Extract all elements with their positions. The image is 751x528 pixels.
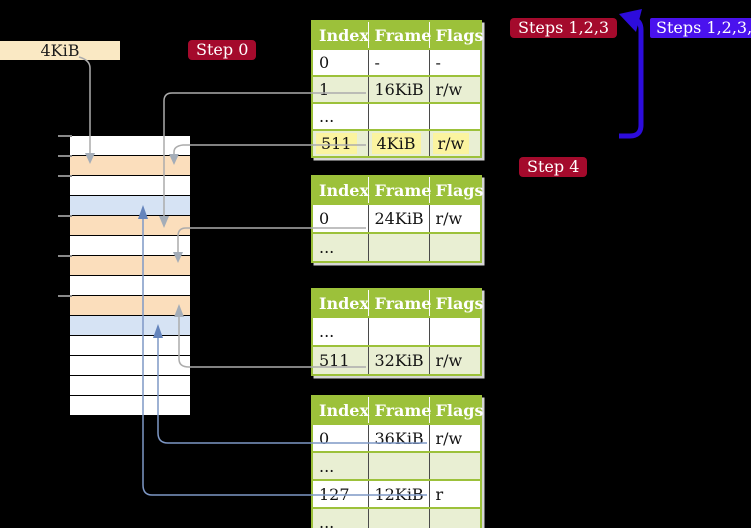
column-header: Frame (368, 21, 431, 49)
column-header: Flags (429, 289, 484, 317)
table-cell: ... (312, 103, 369, 130)
memory-frame-row (70, 376, 190, 396)
table-cell (429, 233, 481, 262)
table-cell: 12KiB (368, 480, 430, 508)
table-cell: - (368, 49, 430, 76)
table-cell: 4KiB (368, 130, 430, 157)
table-cell (368, 317, 430, 346)
physical-memory-column (70, 135, 190, 416)
frame-size-label: 4KiB (0, 41, 120, 60)
table-cell: r/w (429, 130, 481, 157)
table-cell: 24KiB (368, 204, 430, 233)
table-cell: - (435, 53, 441, 72)
table-row: ... (312, 452, 481, 480)
table-row: ... (312, 317, 481, 346)
table-cell: 16KiB (368, 76, 430, 103)
table-cell: 32KiB (368, 346, 430, 375)
table-cell: r/w (435, 209, 463, 228)
table-row: ... (312, 103, 481, 130)
table-cell: r (435, 484, 444, 504)
table-cell: 511 (312, 346, 369, 375)
table-cell (429, 317, 481, 346)
table-cell (429, 508, 481, 528)
table-cell: r/w (429, 76, 481, 103)
table-cell: ... (312, 317, 369, 346)
column-header: Flags (429, 21, 484, 49)
memory-frame-row (70, 196, 190, 216)
table-row: ... (312, 233, 481, 262)
memory-frame-row (70, 296, 190, 316)
table-row: 0-- (312, 49, 481, 76)
memory-frame-row (70, 316, 190, 336)
memory-frame-row (70, 396, 190, 416)
memory-frame-row (70, 276, 190, 296)
column-header: Index (312, 396, 369, 424)
memory-frame-row (70, 156, 190, 176)
table-cell: r/w (435, 428, 463, 448)
column-header: Frame (368, 289, 431, 317)
memory-frame-row (70, 236, 190, 256)
table-cell: 0 (312, 424, 369, 452)
table-cell: 1 (312, 76, 369, 103)
table-cell: 0 (312, 204, 369, 233)
table-row: ... (312, 508, 481, 528)
table-row: 511 4KiB r/w (312, 130, 481, 157)
table-cell: 511 (312, 130, 369, 157)
memory-frame-row (70, 336, 190, 356)
step4-badge: Step 4 (519, 157, 588, 177)
highlighted-value: 511 (316, 133, 357, 154)
steps-123-badge: Steps 1,2,3 (510, 18, 618, 38)
arrow-step4-loop-to-steps123 (619, 16, 644, 139)
table-cell: ... (312, 452, 369, 480)
table-cell: 36KiB (368, 424, 430, 452)
arrow-step4-loop-to-steps123-head (619, 9, 642, 32)
highlighted-value: 4KiB (371, 133, 421, 154)
table-cell: ... (312, 508, 369, 528)
steps-1234-badge: Steps 1,2,3,4 (650, 18, 751, 38)
step0-badge: Step 0 (188, 40, 257, 60)
table-cell (368, 233, 430, 262)
memory-frame-row (70, 256, 190, 276)
table-cell: r/w (429, 346, 481, 375)
memory-frame-row (70, 176, 190, 196)
memory-frame-row (70, 136, 190, 156)
column-header: Index (312, 21, 369, 49)
memory-frame-row (70, 216, 190, 236)
column-header: Frame (368, 176, 431, 204)
table-cell: ... (312, 233, 369, 262)
column-header: Index (312, 289, 369, 317)
table-cell (368, 452, 430, 480)
highlighted-value: r/w (432, 133, 470, 154)
table-cell (368, 103, 430, 130)
column-header: Flags (429, 396, 484, 424)
table-cell: 0 (312, 49, 369, 76)
memory-frame-row (70, 356, 190, 376)
column-header: Index (312, 176, 369, 204)
table-cell (429, 103, 481, 130)
column-header: Frame (368, 396, 431, 424)
table-cell: 127 (312, 480, 369, 508)
table-cell (429, 452, 481, 480)
table-cell (368, 508, 430, 528)
column-header: Flags (429, 176, 484, 204)
